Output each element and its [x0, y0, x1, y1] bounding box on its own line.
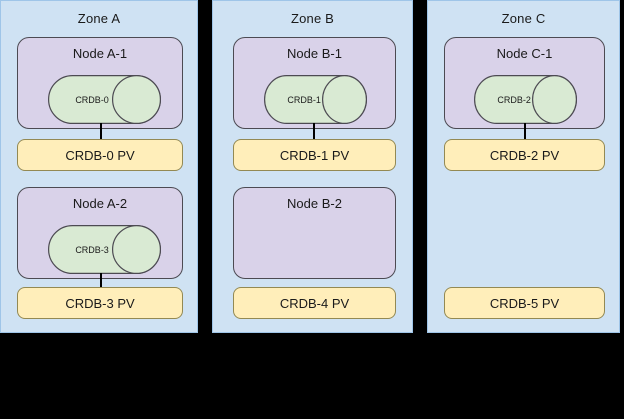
zone-panel-b: Zone B Node B-1 CRDB-1 CRDB-1 PV Node B-… — [212, 0, 413, 333]
node-label-a-2: Node A-2 — [72, 196, 128, 211]
pv-label-crdb-1-pv: CRDB-1 PV — [279, 147, 350, 163]
connector-crdb-0-to-pv — [100, 123, 102, 141]
node-box-b-2[interactable]: Node B-2 — [233, 187, 396, 279]
database-cylinder-crdb-2[interactable]: CRDB-2 — [474, 75, 577, 124]
zone-title-a: Zone A — [77, 11, 121, 26]
pv-label-crdb-5-pv: CRDB-5 PV — [489, 295, 560, 311]
pv-box-crdb-0-pv[interactable]: CRDB-0 PV — [17, 139, 183, 171]
zone-panel-a: Zone A Node A-1 CRDB-0 CRDB-0 PV Node A-… — [0, 0, 198, 333]
node-box-b-1[interactable]: Node B-1 CRDB-1 — [233, 37, 396, 129]
node-label-a-1: Node A-1 — [72, 46, 128, 61]
connector-crdb-1-to-pv — [313, 123, 315, 141]
zone-panel-c: Zone C Node C-1 CRDB-2 CRDB-2 PV CRDB-5 … — [427, 0, 620, 333]
pv-label-crdb-4-pv: CRDB-4 PV — [279, 295, 350, 311]
zone-title-c: Zone C — [501, 11, 546, 26]
node-label-b-1: Node B-1 — [287, 46, 342, 61]
pv-box-crdb-2-pv[interactable]: CRDB-2 PV — [444, 139, 605, 171]
node-box-c-1[interactable]: Node C-1 CRDB-2 — [444, 37, 605, 129]
connector-crdb-3-to-pv — [100, 273, 102, 291]
pv-label-crdb-0-pv: CRDB-0 PV — [65, 147, 135, 163]
database-cylinder-crdb-3[interactable]: CRDB-3 — [48, 225, 161, 274]
node-label-c-1: Node C-1 — [496, 46, 553, 61]
node-box-a-2[interactable]: Node A-2 CRDB-3 — [17, 187, 183, 279]
database-cylinder-crdb-1[interactable]: CRDB-1 — [264, 75, 367, 124]
pv-box-crdb-1-pv[interactable]: CRDB-1 PV — [233, 139, 396, 171]
pv-box-crdb-3-pv[interactable]: CRDB-3 PV — [17, 287, 183, 319]
pv-box-crdb-5-pv[interactable]: CRDB-5 PV — [444, 287, 605, 319]
pv-box-crdb-4-pv[interactable]: CRDB-4 PV — [233, 287, 396, 319]
node-box-a-1[interactable]: Node A-1 CRDB-0 — [17, 37, 183, 129]
pv-label-crdb-3-pv: CRDB-3 PV — [65, 295, 135, 311]
connector-crdb-2-to-pv — [524, 123, 526, 141]
zone-title-b: Zone B — [290, 11, 335, 26]
node-label-b-2: Node B-2 — [287, 196, 342, 211]
database-cylinder-crdb-0[interactable]: CRDB-0 — [48, 75, 161, 124]
pv-label-crdb-2-pv: CRDB-2 PV — [489, 147, 560, 163]
